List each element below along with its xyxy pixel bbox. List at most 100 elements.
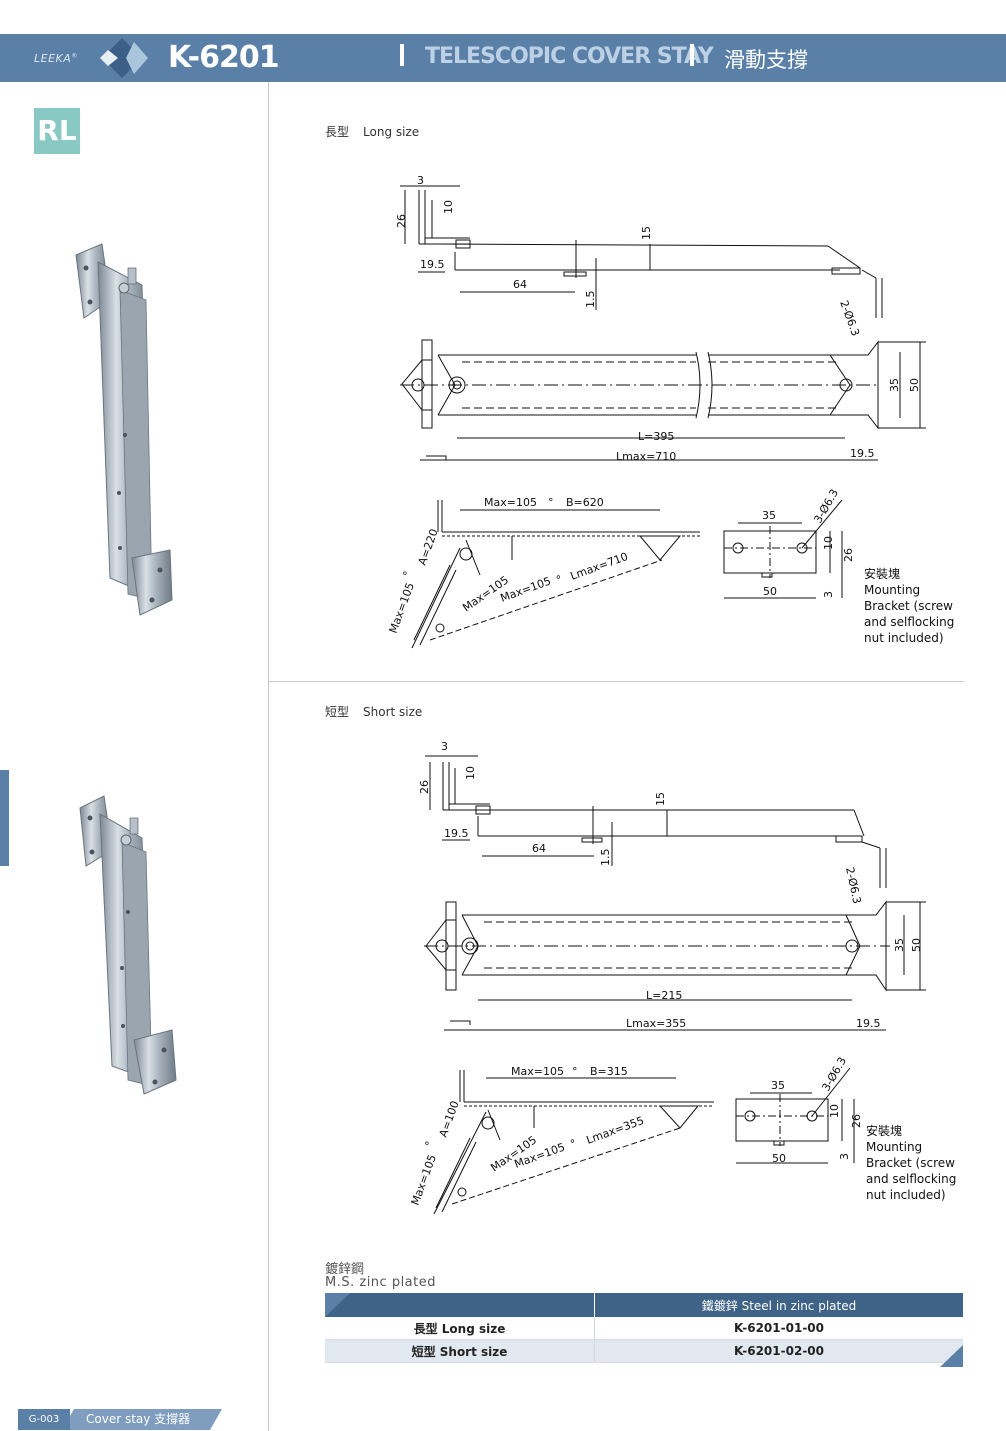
dim-text: A=100 xyxy=(437,1099,462,1139)
dim-text: 19.5 xyxy=(856,1017,881,1030)
table-row: 長型 Long size K-6201-01-00 xyxy=(325,1317,963,1340)
dim-text: 1.5 xyxy=(584,291,597,309)
table-row: 短型 Short size K-6201-02-00 xyxy=(325,1339,963,1363)
dim-text: 35 xyxy=(893,938,906,952)
dim-text: 3 xyxy=(441,740,448,753)
dim-text: 3 xyxy=(838,1153,851,1160)
long-bracket-view xyxy=(723,499,843,599)
section-divider xyxy=(269,681,964,682)
dim-text: 19.5 xyxy=(420,258,445,271)
bracket-note-line: Bracket (screw xyxy=(864,599,953,613)
table-header-cell xyxy=(325,1293,595,1317)
dim-text: B=315 xyxy=(590,1065,628,1078)
dim-text: Lmax=355 xyxy=(585,1114,646,1147)
dim-text: Max=105 xyxy=(387,581,417,635)
dim-text: 10 xyxy=(464,766,477,780)
long-side-view xyxy=(400,185,883,318)
bracket-note-zh: 安裝塊 xyxy=(864,566,900,581)
dim-text: 10 xyxy=(442,200,455,214)
dim-text: 35 xyxy=(888,378,901,392)
dim-text: 64 xyxy=(532,842,546,855)
dim-text: ° xyxy=(548,496,554,509)
header-separator xyxy=(400,44,404,66)
dim-text: 26 xyxy=(395,214,408,228)
short-plan-view xyxy=(424,900,926,1031)
dim-text: 26 xyxy=(418,780,431,794)
dim-text: 10 xyxy=(828,1104,841,1118)
dim-text: ° xyxy=(572,1065,578,1078)
bracket-note-line: nut included) xyxy=(864,631,944,645)
short-side-view xyxy=(425,755,887,888)
product-title-zh: 滑動支撐 xyxy=(724,48,808,72)
bracket-note-line: and selflocking xyxy=(864,615,954,629)
material-label-en: M.S. zinc plated xyxy=(325,1275,436,1290)
dim-text: 19.5 xyxy=(444,827,469,840)
table-header-row: 鐵鍍鋅 Steel in zinc plated xyxy=(325,1293,963,1317)
dim-text: Max=105 xyxy=(484,496,537,509)
dim-text: ° xyxy=(423,1139,437,1149)
dim-text: 10 xyxy=(822,536,835,550)
table-cell-code: K-6201-02-00 xyxy=(594,1339,963,1363)
dim-text: 26 xyxy=(850,1114,863,1128)
dim-text: A=220 xyxy=(416,527,441,567)
dim-text: 50 xyxy=(910,938,923,952)
dim-text: 26 xyxy=(842,548,855,562)
model-number: K-6201 xyxy=(168,40,280,75)
header-separator xyxy=(690,44,694,66)
dim-text: 35 xyxy=(762,509,776,522)
dim-text: ° xyxy=(401,569,415,579)
long-swing-view xyxy=(411,500,700,649)
dim-text: 19.5 xyxy=(850,447,875,460)
dim-text: Max=105 xyxy=(511,1065,564,1078)
rl-badge: RL xyxy=(34,108,80,154)
part-number-table: 鐵鍍鋅 Steel in zinc plated 長型 Long size K-… xyxy=(325,1293,963,1363)
short-bracket-view xyxy=(735,1067,855,1164)
dim-text: ° xyxy=(569,1137,579,1151)
dim-text: 2-Ø6.3 xyxy=(843,866,863,905)
footer-category: Cover stay 支撐器 xyxy=(62,1409,222,1430)
dim-text: L=395 xyxy=(638,430,674,443)
table-cell-code: K-6201-01-00 xyxy=(594,1317,963,1340)
dim-text: B=620 xyxy=(566,496,604,509)
bracket-note-line: Mounting xyxy=(864,583,920,597)
column-divider xyxy=(268,82,269,1431)
dim-text: L=215 xyxy=(646,989,682,1002)
dim-text: 15 xyxy=(640,226,653,240)
dim-text: Lmax=710 xyxy=(616,450,676,463)
dim-text: 50 xyxy=(908,378,921,392)
dim-text: 35 xyxy=(771,1079,785,1092)
bracket-note-line: and selflocking xyxy=(866,1172,956,1186)
short-swing-view xyxy=(433,1070,714,1215)
table-cell-size: 長型 Long size xyxy=(325,1317,595,1340)
table-header-cell: 鐵鍍鋅 Steel in zinc plated xyxy=(594,1293,963,1317)
dim-text: ° xyxy=(555,573,565,587)
dim-text: Lmax=355 xyxy=(626,1017,686,1030)
footer-page-code: G-003 xyxy=(18,1409,70,1430)
bracket-note-line: Mounting xyxy=(866,1140,922,1154)
dim-text: 2-Ø6.3 xyxy=(837,299,862,338)
table-cell-size: 短型 Short size xyxy=(325,1339,595,1363)
header-bar xyxy=(0,34,1006,82)
sidebar-tab-marker xyxy=(0,770,9,866)
dim-text: Lmax=710 xyxy=(569,550,630,583)
dim-text: Max=105 xyxy=(409,1153,439,1207)
product-title-en: TELESCOPIC COVER STAY xyxy=(425,44,714,69)
dim-text: 3 xyxy=(822,591,835,598)
dim-text: 64 xyxy=(513,278,527,291)
dim-text: 3 xyxy=(417,174,424,187)
long-stay-render xyxy=(75,243,173,616)
dim-text: 50 xyxy=(763,585,777,598)
long-plan-view xyxy=(400,339,926,461)
short-stay-render xyxy=(79,795,177,1095)
bracket-note-line: nut included) xyxy=(866,1188,946,1202)
dim-text: 15 xyxy=(654,792,667,806)
bracket-note-line: Bracket (screw xyxy=(866,1156,955,1170)
material-label-zh: 鍍鋅鋼 xyxy=(325,1262,365,1277)
dim-text: 50 xyxy=(772,1152,786,1165)
bracket-note-zh: 安裝塊 xyxy=(866,1123,902,1138)
brand-logo-text: LEEKA® xyxy=(34,52,78,65)
